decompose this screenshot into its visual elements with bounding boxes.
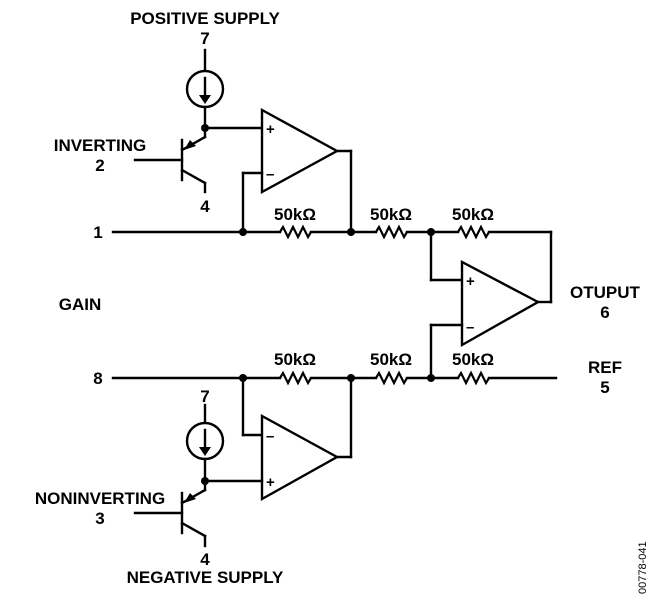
resistor-r1: [279, 224, 312, 240]
gain-label: GAIN: [59, 295, 102, 314]
noninverting-label: NONINVERTING: [35, 489, 165, 508]
bottom-input-stage: – +: [133, 376, 353, 548]
top-current-source-icon: [185, 69, 225, 109]
figure-code: 00778-041: [637, 541, 649, 594]
out-amp-plus-sign: +: [466, 273, 475, 290]
bottom-op-amp-icon: [260, 413, 340, 502]
bottom-input-transistor-icon: [133, 479, 207, 548]
resistor-r4: [279, 370, 312, 386]
inverting-label: INVERTING: [54, 136, 147, 155]
resistor-r6-label: 50kΩ: [452, 350, 494, 369]
noninverting-pin: 3: [95, 509, 104, 528]
resistor-r2-label: 50kΩ: [370, 205, 412, 224]
resistor-r6: [457, 370, 490, 386]
top-amp-plus-sign: +: [266, 121, 275, 138]
top-resistor-line: [111, 224, 553, 304]
resistor-r3-label: 50kΩ: [452, 205, 494, 224]
bottom-resistor-line: [111, 370, 558, 386]
resistor-r4-label: 50kΩ: [274, 350, 316, 369]
negative-supply-label: NEGATIVE SUPPLY: [127, 568, 284, 587]
bottom-pin-4: 4: [200, 550, 210, 569]
negative-supply-pin-7: 7: [200, 387, 209, 406]
top-input-stage: + –: [133, 48, 353, 234]
top-input-transistor-icon: [133, 126, 207, 194]
bottom-amp-plus-sign: +: [266, 474, 275, 491]
top-op-amp-icon: [260, 107, 340, 195]
resistor-r1-label: 50kΩ: [274, 205, 316, 224]
out-amp-minus-sign: –: [466, 319, 474, 336]
resistor-r2: [375, 224, 408, 240]
gain-pin-1: 1: [93, 223, 102, 242]
resistor-r3: [457, 224, 490, 240]
top-pin-4: 4: [200, 197, 210, 216]
output-op-amp-icon: [460, 260, 541, 348]
top-amp-minus-sign: –: [266, 166, 274, 183]
output-label: OTUPUT: [570, 283, 641, 302]
bottom-amp-minus-sign: –: [266, 428, 274, 445]
bottom-current-source-icon: [185, 421, 225, 461]
inverting-pin: 2: [95, 156, 104, 175]
resistor-r5: [375, 370, 408, 386]
output-pin: 6: [600, 303, 609, 322]
resistor-r5-label: 50kΩ: [370, 350, 412, 369]
output-stage: + –: [429, 230, 553, 380]
gain-pin-8: 8: [93, 369, 102, 388]
ref-pin: 5: [600, 378, 609, 397]
positive-supply-label: POSITIVE SUPPLY: [130, 9, 280, 28]
positive-supply-pin: 7: [200, 29, 209, 48]
ref-label: REF: [588, 358, 622, 377]
